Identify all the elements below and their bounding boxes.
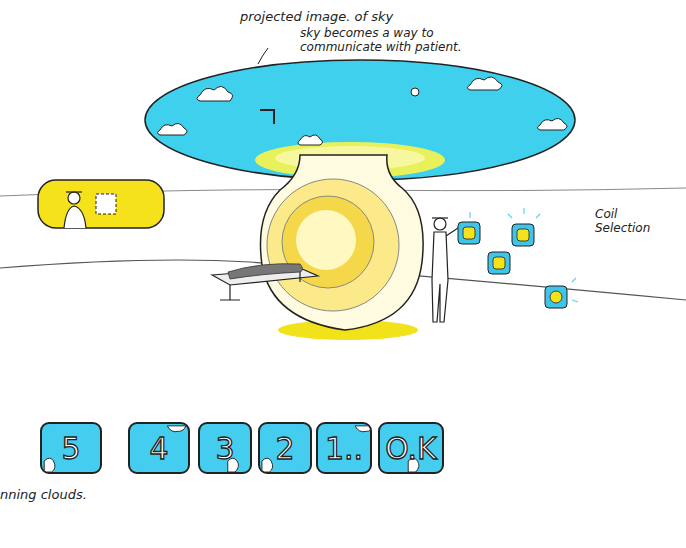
countdown-text: 1..: [325, 431, 363, 466]
countdown-text: 5: [61, 431, 80, 466]
cloud-tile: O.K: [378, 422, 444, 474]
mri-bore-light: [296, 210, 356, 270]
sky-clouds: [158, 77, 568, 145]
patient: [228, 264, 303, 279]
cloud-tile: 5: [40, 422, 102, 474]
coil-icons: [458, 208, 578, 308]
handwritten-note: sky becomes a way to communicate with pa…: [300, 27, 470, 55]
control-window: [38, 180, 164, 228]
cloud-tile: 4: [128, 422, 190, 474]
countdown-text: 2: [275, 431, 294, 466]
mri-bore-outer: [267, 179, 399, 311]
countdown-text: 3: [215, 431, 234, 466]
mri-machine: [260, 155, 423, 330]
countdown-text: O.K: [385, 431, 437, 466]
countdown-text: 4: [149, 431, 168, 466]
dashed-window: [96, 194, 116, 214]
leader-line: [258, 48, 268, 64]
handwritten-note: projected image. of sky: [240, 10, 460, 25]
operator-figure: [64, 192, 86, 228]
technician: [432, 218, 458, 322]
cloud-tile: 1..: [316, 422, 372, 474]
handwritten-note: nning clouds.: [0, 488, 160, 503]
cloud-tile: 2: [258, 422, 312, 474]
handwritten-note: Coil Selection: [595, 208, 665, 236]
cloud-tile: 3: [198, 422, 252, 474]
